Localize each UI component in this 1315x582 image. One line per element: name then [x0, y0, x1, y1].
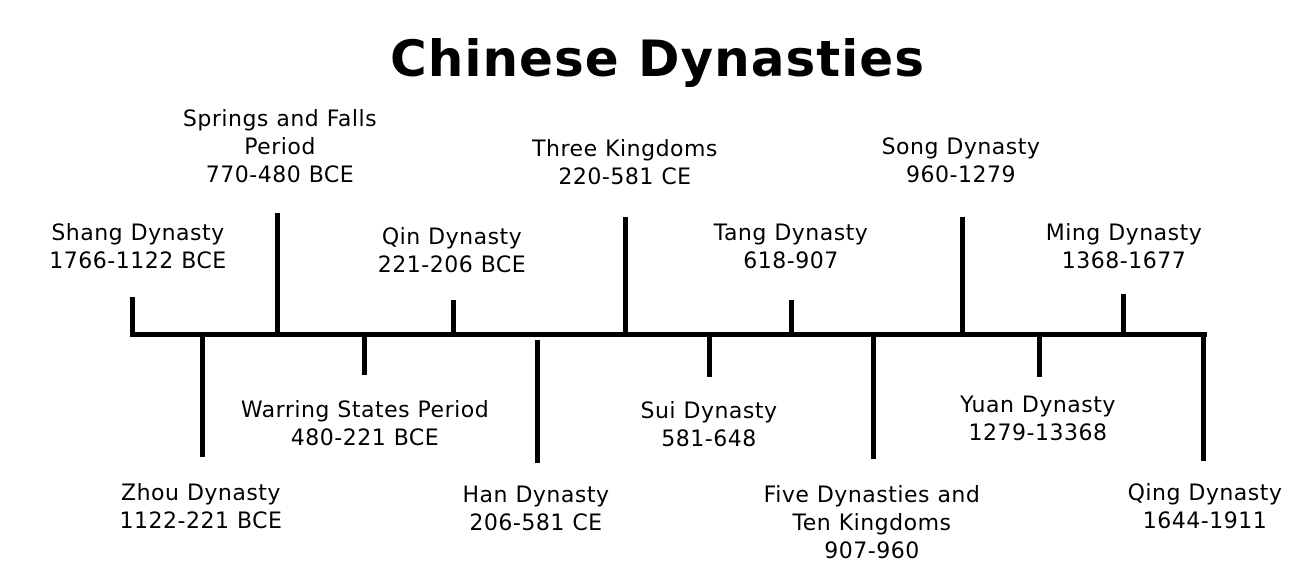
event-label-tang-dynasty: Tang Dynasty 618-907	[661, 220, 921, 276]
event-dates: 1279-13368	[968, 421, 1108, 446]
event-label-zhou-dynasty: Zhou Dynasty 1122-221 BCE	[71, 480, 331, 536]
event-dates: 581-648	[661, 427, 757, 452]
event-dates: 1368-1677	[1061, 249, 1187, 274]
event-label-ming-dynasty: Ming Dynasty 1368-1677	[994, 220, 1254, 276]
event-name: Warring States Period	[240, 398, 490, 423]
event-label-qing-dynasty: Qing Dynasty 1644-1911	[1105, 480, 1305, 536]
event-name: Han Dynasty	[462, 483, 610, 508]
event-label-three-kingdoms: Three Kingdoms 220-581 CE	[495, 136, 755, 192]
tick-sui-dynasty	[707, 336, 712, 377]
event-label-sui-dynasty: Sui Dynasty 581-648	[579, 398, 839, 454]
tick-five-dynasties-and-ten-kingdoms	[871, 336, 876, 459]
event-dates: 1122-221 BCE	[119, 509, 283, 534]
event-label-han-dynasty: Han Dynasty 206-581 CE	[406, 482, 666, 538]
event-label-five-dynasties-and-ten-kingdoms: Five Dynasties and Ten Kingdoms 907-960	[722, 482, 1022, 566]
event-dates: 770-480 BCE	[205, 163, 355, 188]
tick-springs-and-falls-period	[275, 213, 280, 336]
tick-qing-dynasty	[1201, 336, 1206, 461]
event-label-shang-dynasty: Shang Dynasty 1766-1122 BCE	[8, 220, 268, 276]
tick-tang-dynasty	[789, 300, 794, 336]
event-label-warring-states-period: Warring States Period 480-221 BCE	[215, 397, 515, 453]
event-name: Yuan Dynasty	[960, 393, 1116, 418]
diagram-title: Chinese Dynasties	[390, 30, 925, 88]
event-label-qin-dynasty: Qin Dynasty 221-206 BCE	[322, 224, 582, 280]
event-dates: 480-221 BCE	[290, 426, 440, 451]
tick-three-kingdoms	[623, 217, 628, 336]
tick-warring-states-period	[362, 336, 367, 375]
event-name: Song Dynasty	[881, 135, 1041, 160]
timeline-axis	[130, 332, 1207, 337]
event-label-springs-and-falls-period: Springs and Falls Period 770-480 BCE	[150, 106, 410, 190]
event-dates: 907-960	[824, 539, 920, 564]
event-name: Ming Dynasty	[1045, 221, 1203, 246]
tick-zhou-dynasty	[200, 336, 205, 457]
tick-song-dynasty	[960, 217, 965, 336]
tick-shang-dynasty	[130, 297, 135, 336]
event-name: Zhou Dynasty	[121, 481, 281, 506]
event-dates: 1644-1911	[1142, 509, 1268, 534]
event-name: Tang Dynasty	[713, 221, 869, 246]
tick-han-dynasty	[535, 340, 540, 463]
tick-qin-dynasty	[451, 300, 456, 336]
event-name: Shang Dynasty	[51, 221, 225, 246]
event-name: Qin Dynasty	[381, 225, 523, 250]
event-dates: 206-581 CE	[469, 511, 603, 536]
event-dates: 220-581 CE	[558, 165, 692, 190]
event-dates: 960-1279	[906, 163, 1016, 188]
event-dates: 618-907	[743, 249, 839, 274]
tick-yuan-dynasty	[1037, 336, 1042, 377]
event-name: Three Kingdoms	[532, 137, 718, 162]
event-dates: 221-206 BCE	[377, 253, 527, 278]
tick-ming-dynasty	[1121, 294, 1126, 336]
event-name: Springs and Falls Period	[182, 107, 378, 160]
event-label-song-dynasty: Song Dynasty 960-1279	[831, 134, 1091, 190]
event-name: Sui Dynasty	[640, 399, 778, 424]
event-name: Five Dynasties and Ten Kingdoms	[763, 483, 981, 536]
event-label-yuan-dynasty: Yuan Dynasty 1279-13368	[908, 392, 1168, 448]
event-name: Qing Dynasty	[1127, 481, 1283, 506]
event-dates: 1766-1122 BCE	[49, 249, 227, 274]
